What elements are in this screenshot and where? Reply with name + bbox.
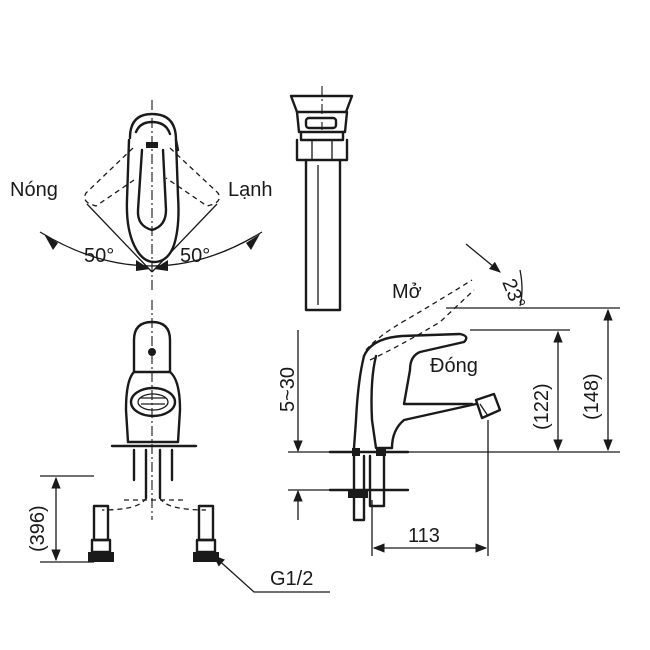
drain-nut-top [299,130,345,142]
rotation-leader-right [151,203,218,273]
hose-end-right [197,504,215,542]
side-spout-tip [474,392,502,420]
arc-arrow-center-left [136,260,150,271]
rotation-arc [39,231,263,267]
side-nut [348,490,368,498]
indicator-mark [146,142,158,148]
side-shank-right [368,454,386,508]
label-hose-length: (396) [27,505,49,552]
handle-cold-position [165,147,220,207]
front-aerator-ring [129,386,177,418]
hose-end-left [92,504,110,542]
lever-body-outline [125,138,180,264]
label-height-148: (148) [581,373,603,420]
front-shank-inner [144,448,162,500]
label-reach: 113 [408,525,440,547]
label-hot: Nóng [10,179,58,201]
side-view: 5~30 113 (122) (148) 23° Mở Đóng [277,243,620,556]
lever-top-inner [134,120,172,136]
label-close: Đóng [430,355,478,377]
arc-arrow-left [44,234,58,250]
arc-arrow-center-right [154,260,168,271]
label-thread: G1/2 [270,568,313,590]
front-lever-dot [148,348,156,356]
label-angle-left: 50° [84,245,114,267]
hose-nut-left [90,538,112,554]
front-view: G1/2 (396) [27,300,330,593]
hose-thread-right [193,552,219,562]
top-view: Nóng Lạnh 50° 50° [10,100,273,290]
handle-closed [362,332,474,406]
arc-arrow-right [246,234,260,250]
angle-open-arc [519,269,523,307]
side-base-right [376,448,386,456]
label-cold: Lạnh [228,179,273,201]
angle-open-leader [465,243,501,273]
handle-hot-position [84,147,138,207]
handle-open-position [365,279,475,361]
drain-stopper-slot [304,116,338,130]
front-lever [132,320,172,374]
front-aerator [137,393,169,411]
hose-thread-left [88,552,114,562]
side-shank-left [352,454,366,522]
spout-tip-line [479,403,489,417]
label-open: Mở [392,281,422,303]
label-height-122: (122) [531,383,553,430]
drain-nut [295,138,349,162]
hose-nut-right [195,538,217,554]
side-body-back [352,354,366,450]
leader-thread [213,555,330,593]
rotation-leader-left [86,203,153,273]
label-angle-right: 50° [180,245,210,267]
lever-top-outline [128,112,180,152]
front-body [124,370,182,444]
lever-body-inner [136,148,168,232]
front-shank [132,448,174,482]
hose-right [159,497,207,511]
hose-left [101,497,147,511]
label-counter-range: 5~30 [277,367,299,412]
pop-up-drain [289,86,354,312]
drain-tailpiece [304,158,342,312]
drain-head [295,110,349,134]
label-angle-open: 23° [497,276,529,312]
side-base-left [352,448,360,456]
